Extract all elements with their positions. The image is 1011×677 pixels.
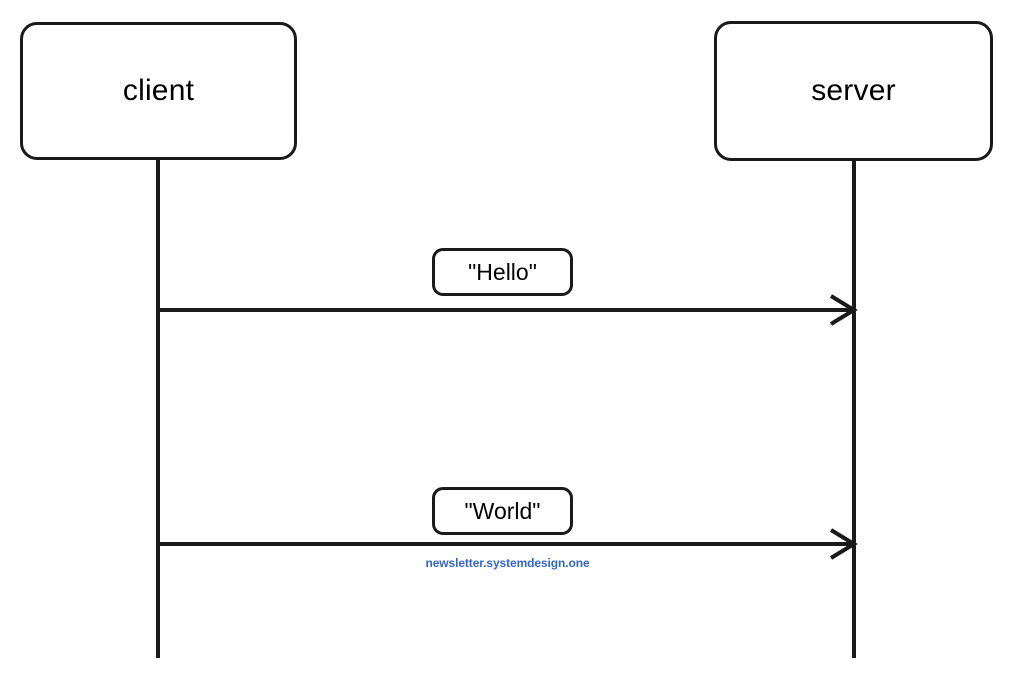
- message-label-box-world[interactable]: "World": [432, 487, 573, 535]
- lifeline-server: [852, 161, 856, 658]
- participant-label-server: server: [811, 74, 896, 107]
- message-arrow-hello[interactable]: [155, 293, 858, 327]
- message-arrow-world[interactable]: [155, 527, 858, 561]
- participant-box-client[interactable]: client: [20, 22, 297, 160]
- lifeline-client: [156, 159, 160, 658]
- participant-label-client: client: [122, 74, 195, 107]
- message-label-box-hello[interactable]: "Hello": [432, 248, 573, 296]
- message-label-text-world: "World": [464, 497, 541, 524]
- message-label-text-hello: "Hello": [468, 258, 537, 285]
- watermark-text: newsletter.systemdesign.one: [425, 556, 590, 570]
- participant-box-server[interactable]: server: [714, 21, 993, 161]
